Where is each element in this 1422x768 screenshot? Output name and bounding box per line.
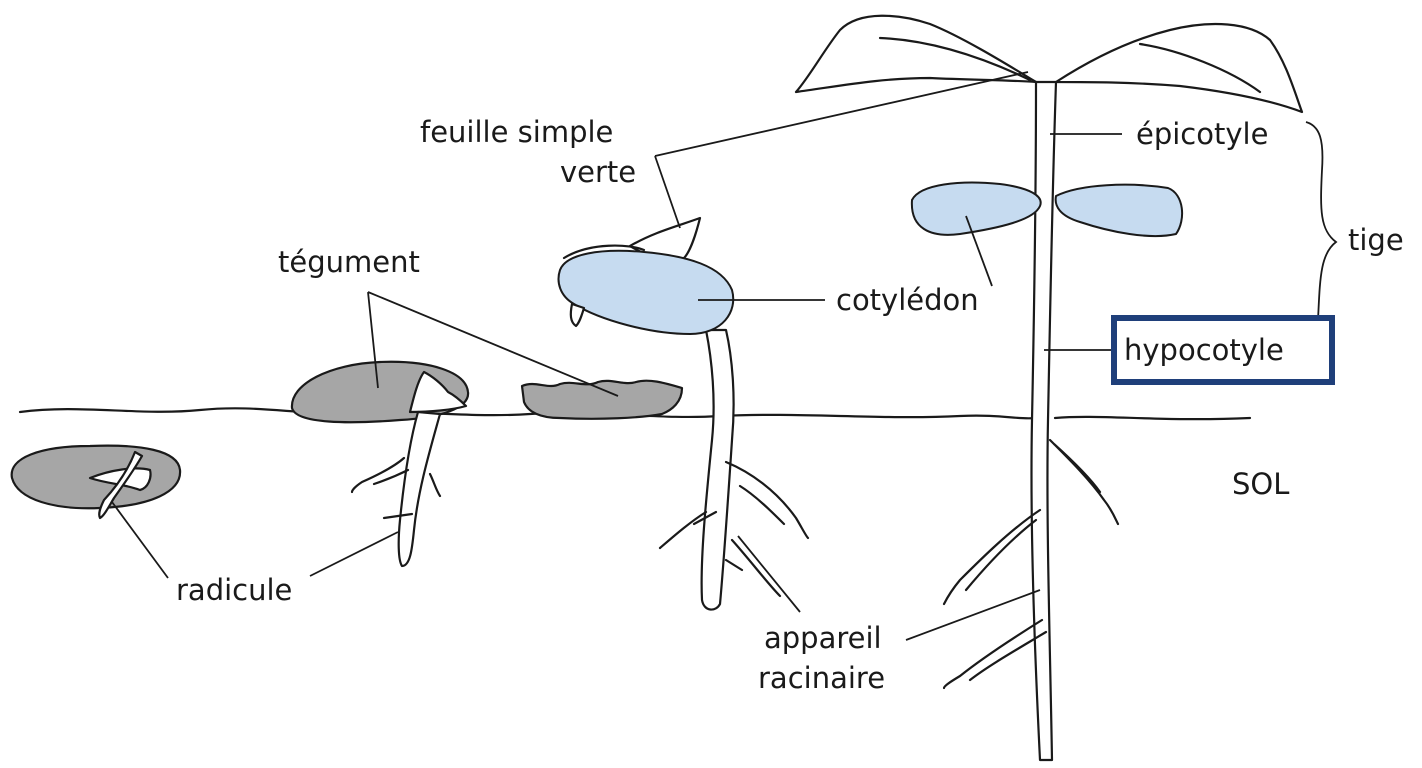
root-2 (399, 412, 440, 566)
label-hypocotyle: hypocotyle (1124, 333, 1284, 367)
cotyledon-4-right (1056, 185, 1182, 236)
label-feuille-line2: verte (560, 155, 636, 189)
main-stem (1031, 82, 1056, 760)
label-appareil-line2: racinaire (758, 661, 885, 695)
leader-radicule (112, 502, 398, 578)
seed-coat-shed (522, 381, 682, 419)
leaf-right (1056, 24, 1302, 112)
stem-3 (702, 330, 734, 610)
label-appareil-line1: appareil (764, 621, 882, 655)
stage-2-seed (292, 362, 468, 566)
label-tegument: tégument (278, 245, 420, 279)
leaf-left (796, 16, 1036, 92)
label-cotyledon: cotylédon (836, 283, 979, 317)
root-hairs-3 (660, 462, 808, 596)
label-radicule: radicule (176, 573, 292, 607)
cotyledon-3-tip (571, 304, 584, 326)
stage-1-seed (12, 446, 180, 518)
cotyledon-4-left (912, 183, 1041, 235)
label-tige: tige (1348, 223, 1404, 257)
label-sol: SOL (1232, 467, 1289, 501)
cotyledon-3 (559, 251, 734, 334)
label-epicotyle: épicotyle (1136, 117, 1268, 151)
root-hairs-2 (352, 458, 440, 518)
label-feuille-line1: feuille simple (420, 115, 613, 149)
